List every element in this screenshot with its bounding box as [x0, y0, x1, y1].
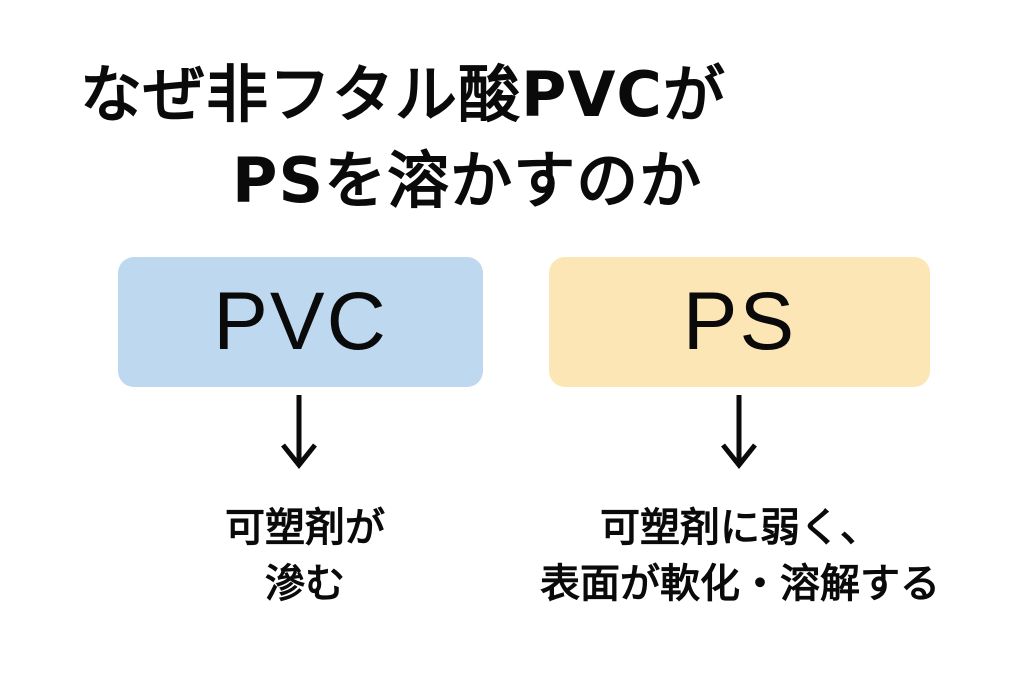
ps-result-line-1: 可塑剤に弱く、	[600, 505, 880, 551]
pvc-box: PVC	[118, 257, 483, 387]
ps-result-line-2: 表面が軟化・溶解する	[540, 561, 940, 607]
title-line-1: なぜ非フタル酸PVCが	[80, 58, 726, 131]
ps-box-label: PS	[682, 276, 797, 367]
pvc-result-line-2: 滲む	[265, 561, 345, 607]
pvc-box-label: PVC	[213, 276, 388, 367]
pvc-result-line-1: 可塑剤が	[225, 505, 385, 551]
arrow-head	[281, 443, 317, 470]
arrow-down-icon	[721, 395, 757, 470]
ps-box: PS	[549, 257, 930, 387]
arrow-head	[721, 443, 757, 470]
arrow-down-icon	[281, 395, 317, 470]
ps-result-text: 可塑剤に弱く、 表面が軟化・溶解する	[490, 500, 990, 612]
title-line-2: PSを溶かすのか	[232, 144, 703, 217]
pvc-result-text: 可塑剤が 滲む	[180, 500, 430, 612]
